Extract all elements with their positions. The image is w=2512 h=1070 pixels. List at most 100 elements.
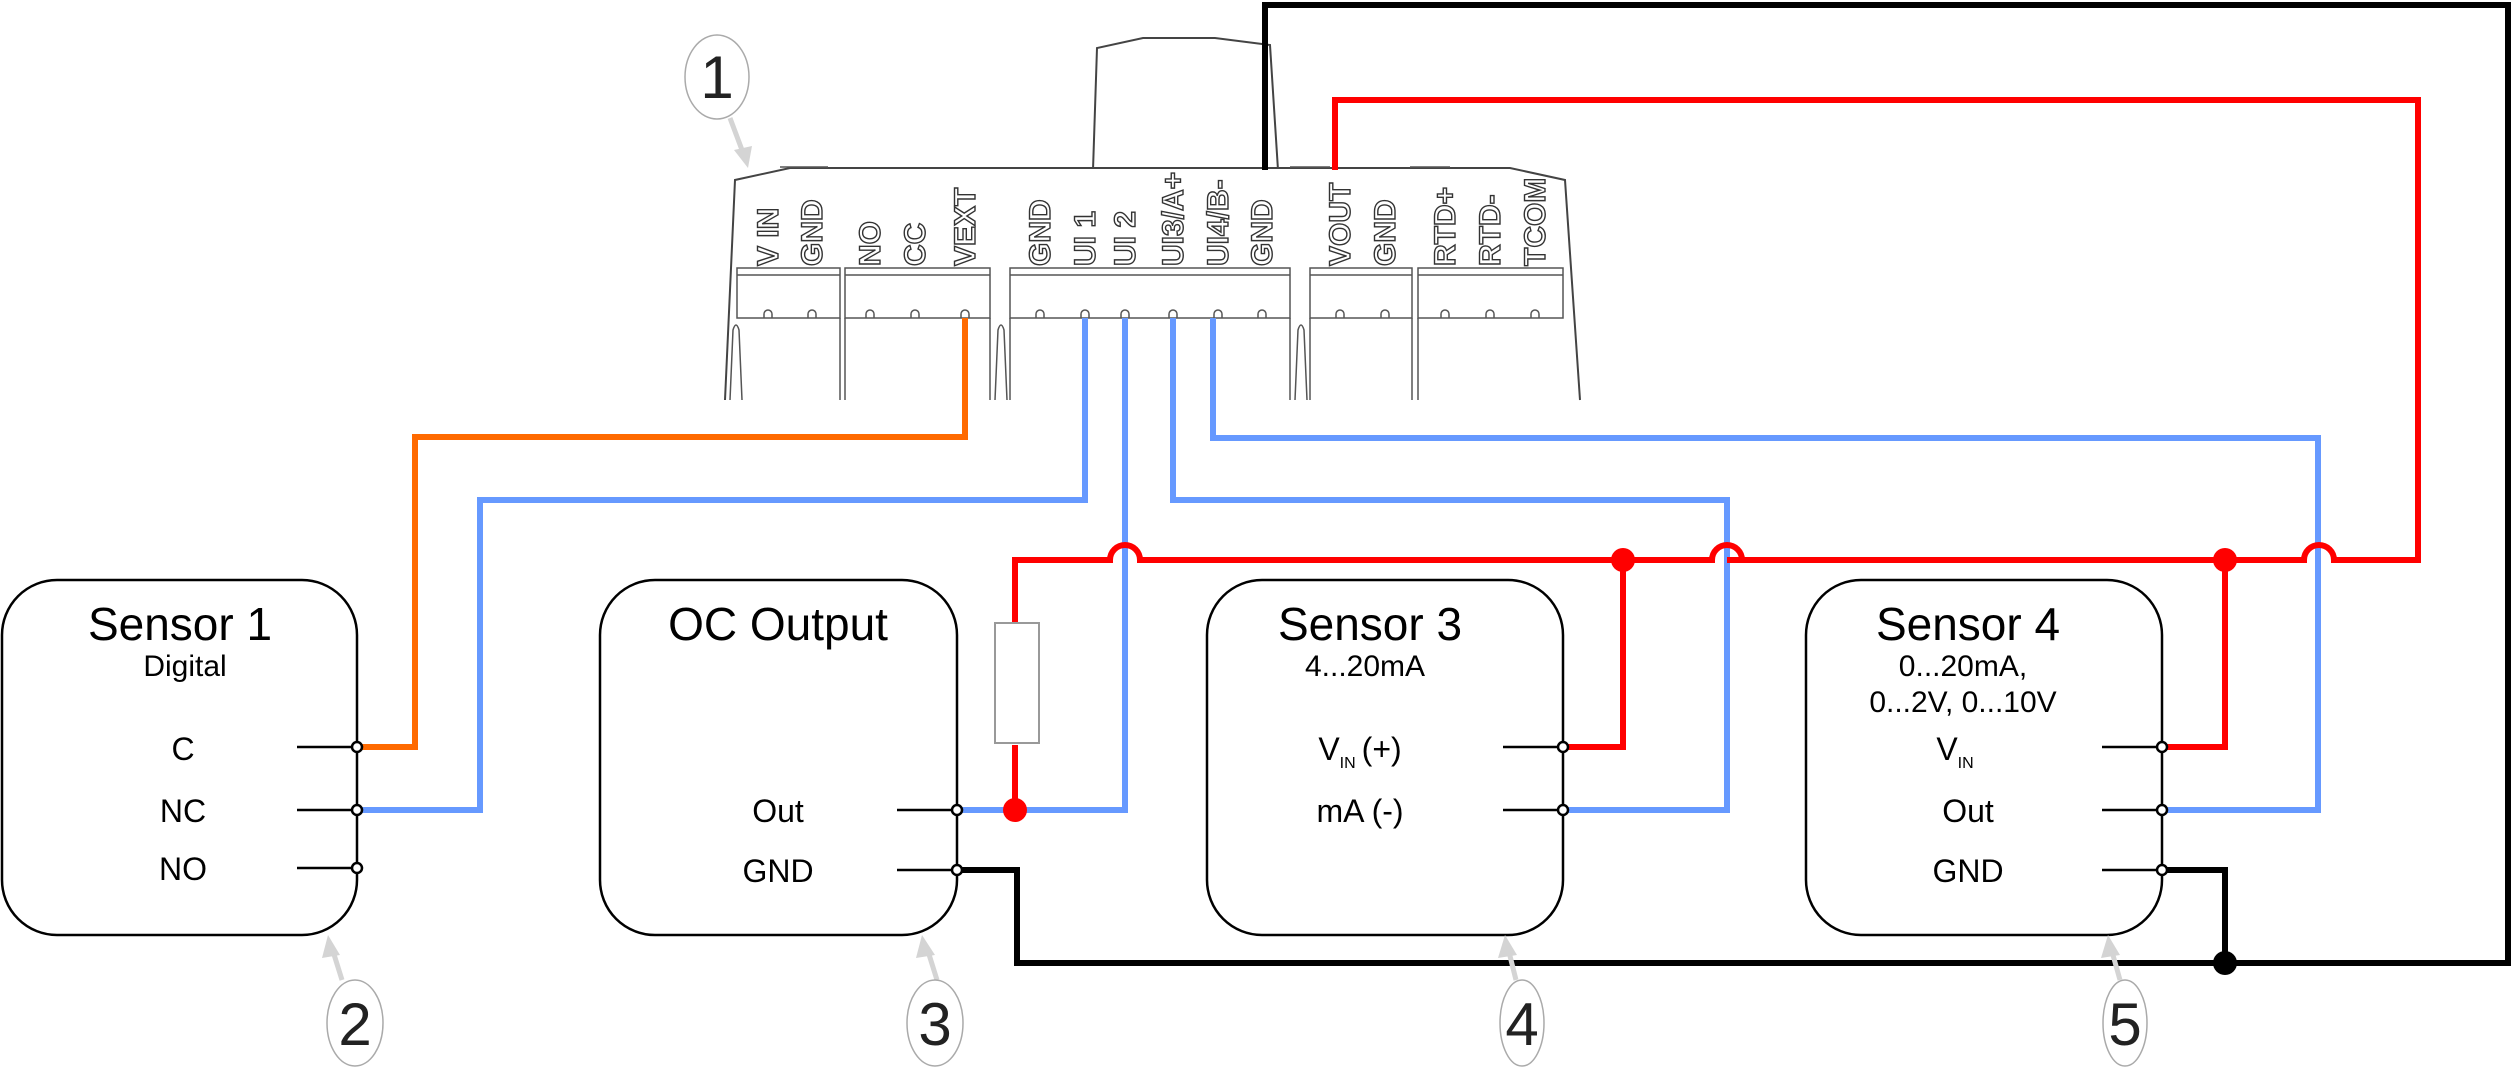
sensor-1-pin-no: NO: [159, 851, 207, 887]
terminal-label: V IN: [752, 208, 785, 266]
callout-number: 4: [1505, 991, 1538, 1058]
terminal-label: GND: [1024, 199, 1057, 266]
terminal-vin: [2155, 740, 2169, 754]
sensor-4: Sensor 4 0...20mA, 0...2V, 0...10V VIN O…: [1804, 578, 2169, 937]
terminal-ma: [1556, 803, 1570, 817]
terminal-screw: [1530, 309, 1540, 318]
terminal-no: [350, 861, 364, 875]
sensor-4-pin-out: Out: [1942, 793, 1994, 829]
terminal-c: [350, 740, 364, 754]
sensor-4-subtitle-2: 0...2V, 0...10V: [1869, 686, 2056, 719]
terminal-screw: [807, 309, 817, 318]
device-top-knob: [1091, 37, 1280, 171]
sensor-1-pin-nc: NC: [160, 793, 206, 829]
terminal-block-inputs: [1009, 267, 1291, 400]
callout-4: 4: [1498, 935, 1545, 1067]
oc-output-pin-gnd: GND: [742, 853, 813, 889]
terminal-screw: [763, 309, 773, 318]
terminal-label: RTD+: [1429, 187, 1462, 266]
terminal-label: VEXT: [949, 188, 982, 266]
terminal-block-vout: [1309, 267, 1413, 400]
callout-1: 1: [684, 34, 752, 168]
callout-5: 5: [2101, 935, 2148, 1067]
terminal-screw: [1440, 309, 1450, 318]
terminal-screw: [1120, 309, 1130, 318]
callout-3: 3: [906, 935, 964, 1067]
sensor-4-box: [1804, 578, 2164, 937]
terminal-label: UI 2: [1109, 211, 1142, 266]
junction-dot-oc-out: [1003, 798, 1027, 822]
wire-gnd-bus: [957, 2, 2511, 966]
wire-vout-bus: [1012, 97, 2421, 668]
terminal-screw: [1485, 309, 1495, 318]
terminal-label: UI3/A+: [1157, 172, 1190, 266]
oc-output-box: [598, 578, 959, 937]
junction-dot-gnd: [2213, 951, 2237, 975]
sensor-1-title: Sensor 1: [88, 598, 272, 650]
sensor-3: Sensor 3 4...20mA VIN(+) mA (-): [1205, 578, 1570, 937]
terminal-screw: [910, 309, 920, 318]
sensor-3-pin-ma: mA (-): [1316, 793, 1403, 829]
junction-dot-sensor4-vin: [2213, 548, 2237, 572]
sensor-3-box: [1205, 578, 1565, 937]
sensor-3-subtitle: 4...20mA: [1305, 650, 1425, 683]
terminal-screw: [1257, 309, 1267, 318]
terminal-nc: [350, 803, 364, 817]
sensor-4-pin-vin: VIN: [1936, 731, 1973, 772]
wire-ui1-sensor1-nc: [357, 318, 1088, 813]
terminal-label: TCOM: [1519, 178, 1552, 266]
callout-number: 3: [918, 991, 951, 1058]
sensor-1: Sensor 1 Digital C NC NO: [0, 578, 364, 937]
terminal-block-relay: [844, 267, 991, 400]
device-body: [724, 167, 1581, 401]
terminal-screw: [1213, 309, 1223, 318]
wire-vext-sensor1-c: [357, 318, 968, 750]
wire-gnd-sensor4: [2162, 867, 2228, 963]
terminal-label: UI 1: [1069, 211, 1102, 266]
terminal-label: GND: [1369, 199, 1402, 266]
pull-up-resistor: [994, 622, 1040, 744]
wire-ui3-sensor3-ma: [1170, 318, 1730, 813]
terminal-label: GND: [796, 199, 829, 266]
terminal-screw: [1335, 309, 1345, 318]
terminal-screw: [1080, 309, 1090, 318]
terminal-label: GND: [1246, 199, 1279, 266]
terminal-out: [2155, 803, 2169, 817]
terminal-label: RTD-: [1474, 194, 1507, 266]
terminal-screw: [1035, 309, 1045, 318]
oc-output: OC Output Out GND: [598, 578, 964, 937]
terminal-screw: [960, 309, 970, 318]
terminal-label: UI4/B-: [1202, 179, 1235, 266]
terminal-screw: [865, 309, 875, 318]
junction-dot-sensor3-vin: [1611, 548, 1635, 572]
wire-vout-sensor3-vin: [1563, 560, 1626, 750]
sensor-1-box: [0, 578, 359, 937]
terminal-vin: [1556, 740, 1570, 754]
wires: [357, 2, 2511, 975]
terminal-screw: [1168, 309, 1178, 318]
terminal-out: [950, 803, 964, 817]
callout-number: 5: [2108, 991, 2141, 1058]
sensor-4-title: Sensor 4: [1876, 598, 2060, 650]
wire-vout-sensor4-vin: [2162, 560, 2228, 750]
terminal-label: NO: [854, 221, 887, 266]
terminal-label: VOUT: [1324, 183, 1357, 266]
terminal-gnd: [2155, 863, 2169, 877]
oc-output-title: OC Output: [668, 598, 888, 650]
terminal-screw: [1380, 309, 1390, 318]
oc-output-pin-out: Out: [752, 793, 804, 829]
callout-number: 1: [700, 44, 733, 111]
sensor-4-subtitle-1: 0...20mA,: [1899, 650, 2027, 683]
terminal-label: CC: [899, 223, 932, 266]
terminal-block-power: [736, 267, 841, 400]
sensor-1-pin-c: C: [171, 731, 194, 767]
sensor-3-pin-vin: VIN(+): [1318, 731, 1401, 772]
sensor-1-subtitle: Digital: [143, 650, 226, 683]
terminal-block-rtd: [1417, 267, 1564, 400]
wire-ui4-sensor4-out: [1210, 318, 2321, 813]
callout-2: 2: [322, 935, 384, 1067]
sensor-3-title: Sensor 3: [1278, 598, 1462, 650]
